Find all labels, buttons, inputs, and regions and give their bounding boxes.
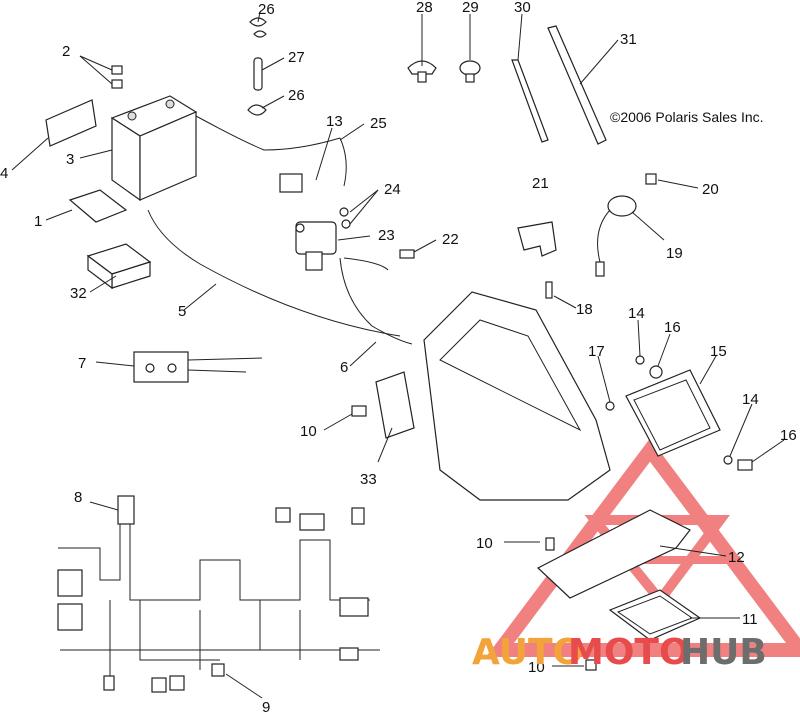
part-bracket-7 — [133, 351, 263, 383]
callout-14a: 14 — [628, 305, 645, 322]
callout-29: 29 — [462, 0, 479, 16]
callout-13: 13 — [326, 113, 343, 130]
part-washer-17 — [605, 401, 615, 411]
callout-16a: 16 — [664, 319, 681, 336]
part-clip-26-bottom — [247, 104, 267, 116]
callout-16b: 16 — [780, 427, 797, 444]
callout-5: 5 — [178, 303, 186, 320]
part-frame — [423, 291, 611, 501]
callout-26b: 26 — [288, 87, 305, 104]
part-bracket-12 — [536, 509, 691, 599]
callout-1: 1 — [34, 213, 42, 230]
part-bolt-22 — [399, 249, 415, 259]
callout-18: 18 — [576, 301, 593, 318]
callout-2: 2 — [62, 43, 70, 60]
cable-5 — [147, 209, 401, 337]
part-capacitor-19 — [595, 195, 637, 277]
callout-9: 9 — [262, 699, 270, 714]
callout-12: 12 — [728, 549, 745, 566]
cable-6 — [339, 257, 413, 345]
part-harness-8 — [57, 495, 380, 693]
callout-3: 3 — [66, 151, 74, 168]
callout-27: 27 — [288, 49, 305, 66]
part-bolt-10-low — [585, 659, 597, 671]
part-nuts-24 — [339, 207, 351, 229]
watermark-text: AUTO MOTO HUB — [472, 632, 767, 673]
part-screw-16-b — [737, 459, 753, 471]
callout-32: 32 — [70, 285, 87, 302]
callout-26a: 26 — [258, 1, 275, 18]
callout-10c: 10 — [528, 659, 545, 676]
part-bracket-13 — [279, 173, 303, 193]
part-bolt-10-upper — [351, 405, 367, 417]
part-fuse-20 — [645, 173, 657, 185]
callout-22: 22 — [442, 231, 459, 248]
part-cable-tie-30 — [511, 59, 549, 143]
part-label-4 — [45, 99, 97, 147]
watermark-part3: HUB — [680, 632, 767, 673]
part-screws-2 — [111, 65, 123, 89]
callout-24: 24 — [384, 181, 401, 198]
callout-7: 7 — [78, 355, 86, 372]
callout-31: 31 — [620, 31, 637, 48]
callout-19: 19 — [666, 245, 683, 262]
callout-21: 21 — [532, 175, 549, 192]
part-module-33 — [375, 371, 415, 439]
part-battery-3 — [110, 95, 198, 202]
callout-8: 8 — [74, 489, 82, 506]
part-strap-27 — [253, 57, 263, 91]
part-ecu-15 — [625, 369, 721, 457]
watermark-part2: MOTO — [568, 632, 690, 673]
copyright-text: ©2006 Polaris Sales Inc. — [610, 109, 764, 125]
callout-30: 30 — [514, 0, 531, 16]
callout-10b: 10 — [476, 535, 493, 552]
part-washer-14-a — [635, 355, 645, 365]
part-washer-14-b — [723, 455, 733, 465]
callout-23: 23 — [378, 227, 395, 244]
callout-33: 33 — [360, 471, 377, 488]
part-pad-1 — [68, 189, 128, 223]
callout-25: 25 — [370, 115, 387, 132]
callout-6: 6 — [340, 359, 348, 376]
callout-4: 4 — [0, 165, 8, 182]
part-fuse-18 — [545, 281, 553, 299]
part-block-32 — [86, 243, 152, 290]
callout-28: 28 — [416, 0, 433, 16]
callout-15: 15 — [710, 343, 727, 360]
leader-lines — [11, 11, 785, 699]
callout-11: 11 — [742, 611, 758, 628]
part-bracket-21 — [517, 221, 557, 257]
callout-14b: 14 — [742, 391, 759, 408]
part-retainer-28 — [407, 60, 437, 83]
part-solenoid-23 — [295, 221, 337, 271]
part-grommet-29 — [459, 60, 481, 83]
part-bolt-10-mid — [545, 537, 555, 551]
watermark-part1: AUTO — [472, 632, 583, 673]
callout-17: 17 — [588, 343, 605, 360]
callout-10a: 10 — [300, 423, 317, 440]
callout-20: 20 — [702, 181, 719, 198]
part-cable-tie-31 — [547, 25, 607, 145]
part-screw-16-a — [649, 365, 663, 379]
